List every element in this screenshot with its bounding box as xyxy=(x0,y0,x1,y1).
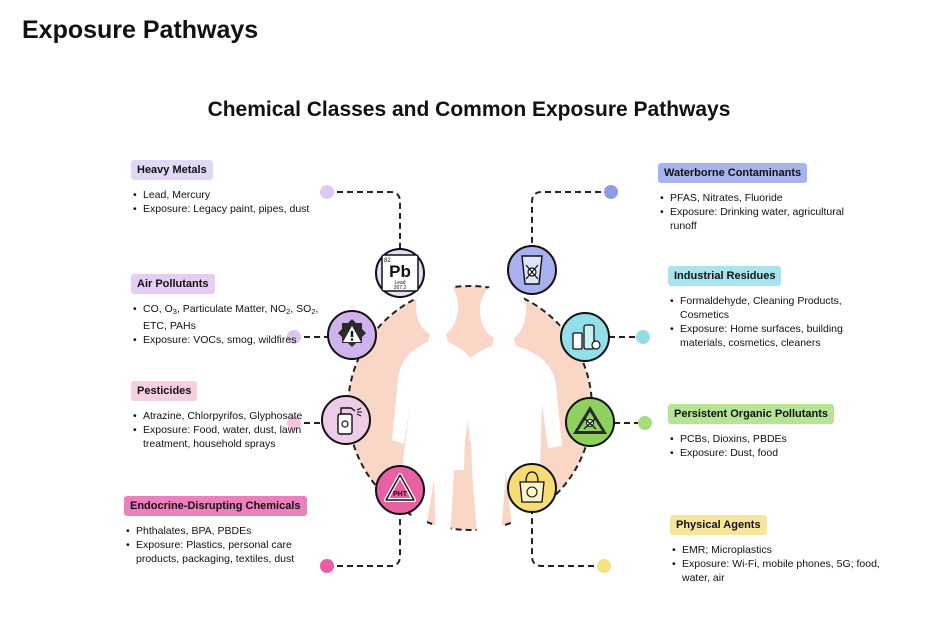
element-mass: 207.2 xyxy=(394,285,407,291)
element-number: 82 xyxy=(384,258,391,264)
dot-physical xyxy=(597,559,611,573)
bullet-list: PCBs, Dioxins, PBDEsExposure: Dust, food xyxy=(668,432,878,460)
bullet-item: PCBs, Dioxins, PBDEs xyxy=(670,432,878,446)
label-heavy-metals: Heavy Metals xyxy=(131,160,213,180)
bullet-item: Exposure: Drinking water, agricultural r… xyxy=(660,205,868,233)
bullet-item: EMR; Microplastics xyxy=(672,543,880,557)
bullet-item: PFAS, Nitrates, Fluoride xyxy=(660,191,868,205)
recycle-code: PHT xyxy=(393,491,408,498)
card-pops: Persistent Organic PollutantsPCBs, Dioxi… xyxy=(668,404,878,460)
bullet-item: Exposure: Legacy paint, pipes, dust xyxy=(133,202,341,216)
bullet-list: CO, O3, Particulate Matter, NO2, SO2, ET… xyxy=(131,302,341,347)
card-heavy-metals: Heavy MetalsLead, MercuryExposure: Legac… xyxy=(131,160,341,216)
label-endocrine: Endocrine-Disrupting Chemicals xyxy=(124,496,307,516)
card-endocrine: Endocrine-Disrupting ChemicalsPhthalates… xyxy=(124,496,334,566)
bullet-list: Lead, MercuryExposure: Legacy paint, pip… xyxy=(131,188,341,216)
plastic-bag-icon xyxy=(519,471,545,503)
subscript: 3 xyxy=(172,307,177,316)
label-waterborne: Waterborne Contaminants xyxy=(658,163,808,183)
bullet-list: EMR; MicroplasticsExposure: Wi-Fi, mobil… xyxy=(670,543,880,585)
bullet-item: Exposure: Home surfaces, building materi… xyxy=(670,322,878,350)
label-pesticides: Pesticides xyxy=(131,381,198,401)
bullet-list: Atrazine, Chlorpyrifos, GlyphosateExposu… xyxy=(131,409,341,451)
bullet-item: CO, O3, Particulate Matter, NO2, SO2, ET… xyxy=(133,302,341,333)
spray-bottle-icon xyxy=(337,407,362,435)
dot-pops xyxy=(638,416,652,430)
bullet-list: PFAS, Nitrates, FluorideExposure: Drinki… xyxy=(658,191,868,233)
dot-waterborne xyxy=(604,185,618,199)
element-name: Lead xyxy=(394,280,405,286)
cleaning-products-icon xyxy=(572,324,601,350)
card-industrial: Industrial ResiduesFormaldehyde, Cleanin… xyxy=(668,266,878,350)
card-physical: Physical AgentsEMR; MicroplasticsExposur… xyxy=(670,515,880,585)
connector-heavy-metals xyxy=(327,191,401,249)
node-waterborne xyxy=(507,245,557,295)
node-industrial xyxy=(560,312,610,362)
warning-icon xyxy=(338,319,366,347)
label-industrial: Industrial Residues xyxy=(668,266,782,286)
node-endocrine: PHT xyxy=(375,465,425,515)
connector-waterborne xyxy=(531,191,611,246)
bullet-item: Exposure: Wi-Fi, mobile phones, 5G; food… xyxy=(672,557,880,585)
label-air-pollutants: Air Pollutants xyxy=(131,274,215,294)
recycle-icon: PHT xyxy=(384,473,416,502)
card-waterborne: Waterborne ContaminantsPFAS, Nitrates, F… xyxy=(658,163,868,233)
element-symbol: Pb xyxy=(389,262,411,281)
toxic-hazard-icon xyxy=(573,406,607,434)
bullet-item: Exposure: Dust, food xyxy=(670,446,878,460)
card-pesticides: PesticidesAtrazine, Chlorpyrifos, Glypho… xyxy=(131,381,341,451)
bullet-item: Exposure: Plastics, personal care produc… xyxy=(126,538,334,566)
bullet-item: Exposure: Food, water, dust, lawn treatm… xyxy=(133,423,341,451)
node-physical xyxy=(507,463,557,513)
diagram-title: Chemical Classes and Common Exposure Pat… xyxy=(207,98,731,121)
water-glass-icon xyxy=(521,255,543,285)
subscript: 2 xyxy=(311,307,316,316)
connector-physical xyxy=(531,512,604,567)
dot-industrial xyxy=(636,330,650,344)
card-air-pollutants: Air PollutantsCO, O3, Particulate Matter… xyxy=(131,274,341,347)
bullet-item: Exposure: VOCs, smog, wildfires xyxy=(133,333,341,347)
bullet-item: Lead, Mercury xyxy=(133,188,341,202)
bullet-item: Atrazine, Chlorpyrifos, Glyphosate xyxy=(133,409,341,423)
label-pops: Persistent Organic Pollutants xyxy=(668,404,835,424)
bullet-list: Formaldehyde, Cleaning Products, Cosmeti… xyxy=(668,294,878,350)
bullet-list: Phthalates, BPA, PBDEsExposure: Plastics… xyxy=(124,524,334,566)
page-title: Exposure Pathways xyxy=(22,16,259,44)
bullet-item: Phthalates, BPA, PBDEs xyxy=(126,524,334,538)
node-pops xyxy=(565,397,615,447)
subscript: 2 xyxy=(286,307,291,316)
label-physical: Physical Agents xyxy=(670,515,767,535)
bullet-item: Formaldehyde, Cleaning Products, Cosmeti… xyxy=(670,294,878,322)
connector-endocrine xyxy=(327,514,401,567)
